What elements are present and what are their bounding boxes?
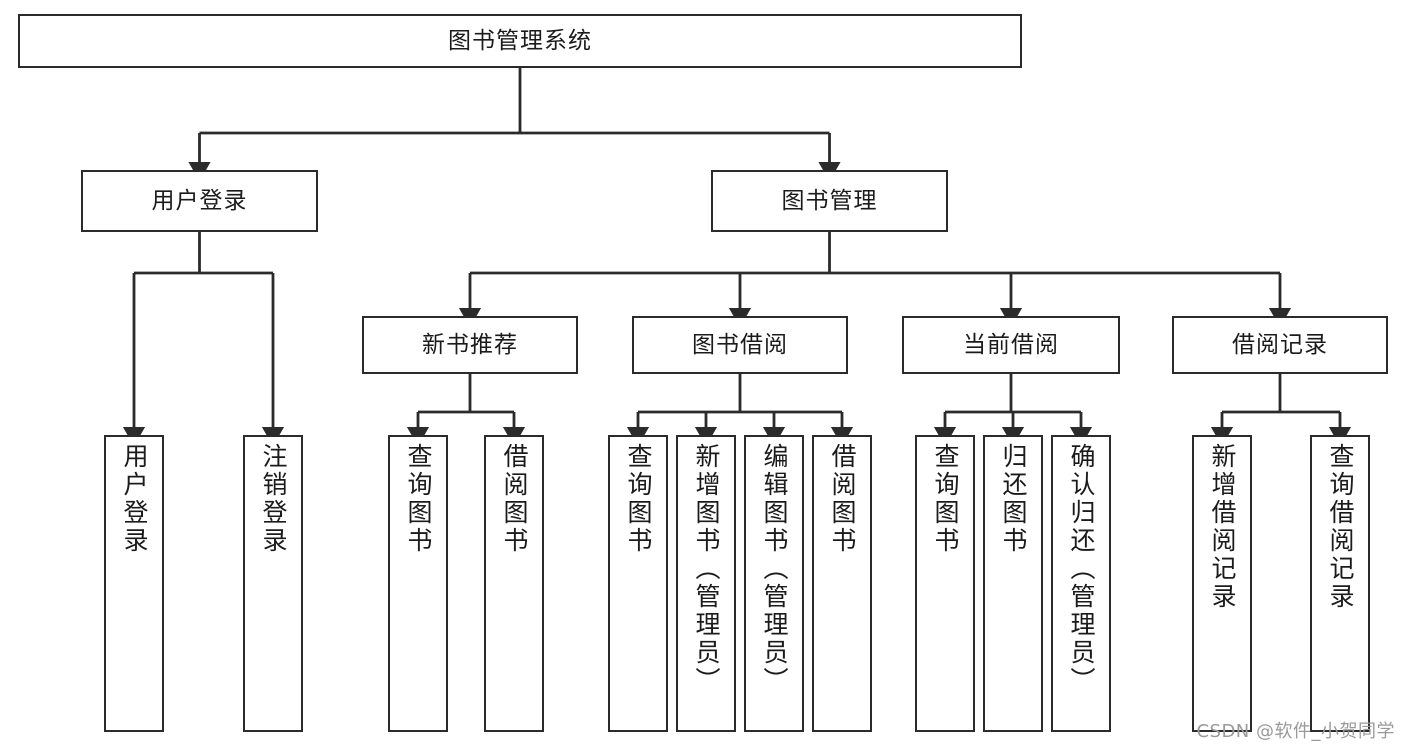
node-leaf-confirm-return: 确认归还（管理员）	[1051, 435, 1111, 732]
node-leaf-edit-book: 编辑图书（管理员）	[744, 435, 804, 732]
node-label: 查询图书	[624, 443, 653, 555]
node-leaf-add-book: 新增图书（管理员）	[676, 435, 736, 732]
node-label: 注销登录	[259, 443, 288, 555]
node-leaf-borrow-book-2: 借阅图书	[812, 435, 872, 732]
node-label: 借阅记录	[1232, 331, 1328, 358]
node-label: 查询图书	[404, 443, 433, 555]
node-new-book-recommend: 新书推荐	[362, 316, 578, 374]
node-label: 图书借阅	[692, 331, 788, 358]
node-book-manage: 图书管理	[711, 170, 948, 232]
node-label: 图书管理	[781, 187, 878, 214]
node-current-borrow: 当前借阅	[902, 316, 1120, 374]
node-label: 归还图书	[999, 443, 1028, 555]
node-label: 借阅图书	[828, 443, 857, 555]
node-label: 编辑图书（管理员）	[760, 443, 789, 695]
node-leaf-query-record: 查询借阅记录	[1310, 435, 1370, 732]
node-user-login: 用户登录	[81, 170, 318, 232]
node-book-borrow: 图书借阅	[632, 316, 848, 374]
node-label: 新增图书（管理员）	[692, 443, 721, 695]
node-leaf-borrow-book-1: 借阅图书	[484, 435, 544, 732]
node-leaf-query-book-2: 查询图书	[608, 435, 668, 732]
node-label: 查询图书	[931, 443, 960, 555]
node-leaf-query-book-3: 查询图书	[915, 435, 975, 732]
node-leaf-user-logout: 注销登录	[243, 435, 303, 732]
node-leaf-user-login: 用户登录	[104, 435, 164, 732]
node-label: 用户登录	[151, 187, 248, 214]
node-label: 确认归还（管理员）	[1067, 443, 1096, 695]
node-leaf-add-record: 新增借阅记录	[1192, 435, 1252, 732]
node-label: 用户登录	[120, 443, 149, 555]
node-label: 当前借阅	[963, 331, 1059, 358]
node-leaf-return-book: 归还图书	[983, 435, 1043, 732]
node-borrow-record: 借阅记录	[1172, 316, 1388, 374]
watermark-text: CSDN @软件_小贺同学	[1196, 721, 1395, 742]
node-label: 新书推荐	[422, 331, 518, 358]
node-label: 图书管理系统	[448, 27, 592, 54]
node-label: 新增借阅记录	[1208, 443, 1237, 611]
node-label: 借阅图书	[500, 443, 529, 555]
node-label: 查询借阅记录	[1326, 443, 1355, 611]
node-leaf-query-book-1: 查询图书	[388, 435, 448, 732]
node-root: 图书管理系统	[18, 14, 1022, 68]
